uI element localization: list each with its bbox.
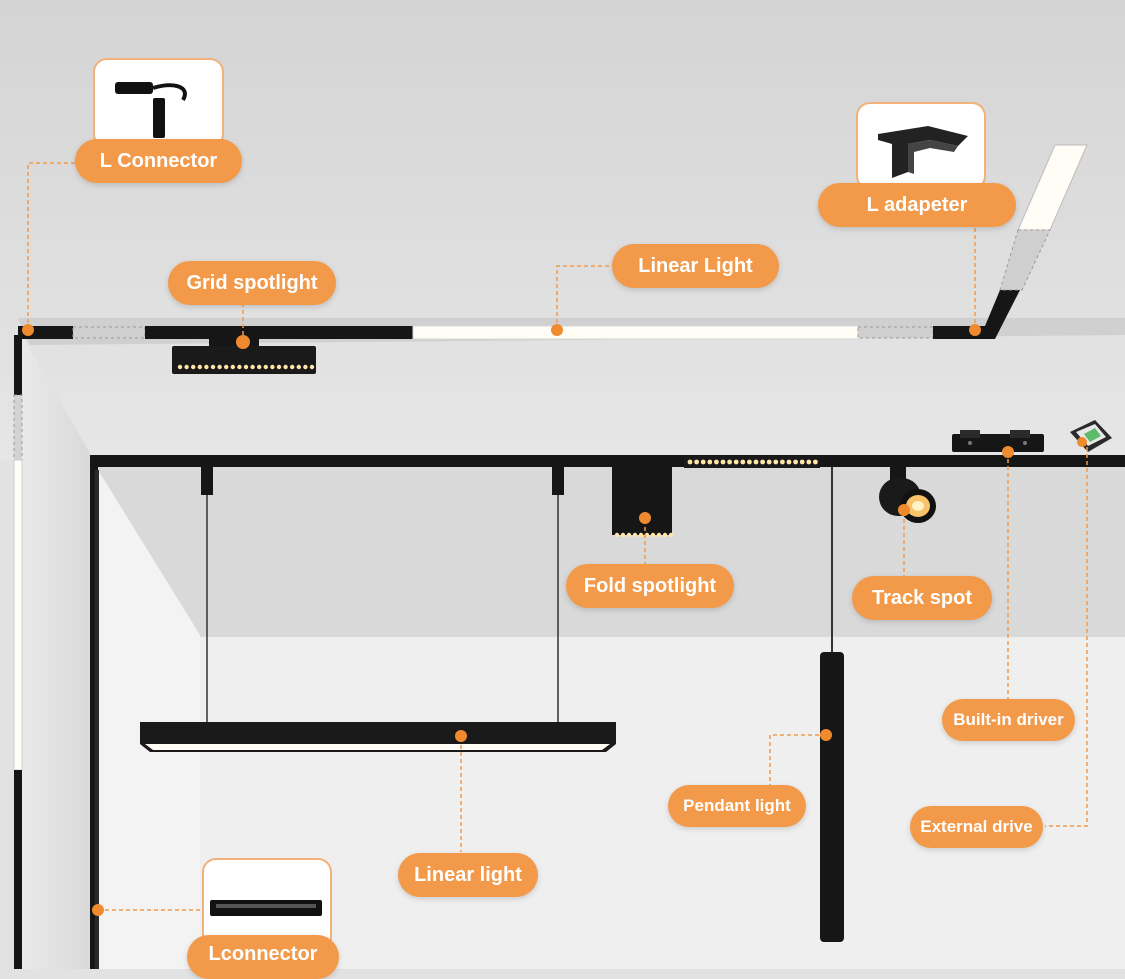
led-dot <box>813 459 818 465</box>
led-dot <box>257 364 262 370</box>
l-adapter-icon <box>878 126 968 178</box>
led-dot <box>694 459 699 465</box>
lower-strip-leds <box>687 459 818 465</box>
lower-linear-strip <box>684 456 820 468</box>
led-dot <box>250 364 255 370</box>
led-dot <box>191 364 196 370</box>
led-dot <box>753 459 759 465</box>
led-dot <box>177 364 183 370</box>
led-dot <box>243 364 249 370</box>
label-fold-spotlight: Fold spotlight <box>566 564 734 608</box>
label-l-connector-top: L Connector <box>75 139 242 183</box>
led-dot <box>283 364 288 370</box>
led-dot <box>210 364 216 370</box>
built-in-driver-fixture <box>952 430 1044 452</box>
led-dot <box>237 364 242 370</box>
l-connector-icon <box>115 82 187 138</box>
ceiling-track-black-mid <box>145 326 413 339</box>
led-dot <box>184 364 189 370</box>
lower-track <box>90 455 1125 467</box>
led-dot <box>747 459 752 465</box>
label-linear-light-bottom: Linear light <box>398 853 538 897</box>
led-dot <box>740 459 746 465</box>
led-dot <box>760 459 765 465</box>
led-dot <box>290 364 295 370</box>
left-vertical-track-2 <box>95 470 99 969</box>
straight-connector-icon <box>210 900 322 916</box>
led-dot <box>786 459 792 465</box>
linear-pendant-fixture <box>140 722 616 752</box>
led-dot <box>727 459 732 465</box>
wall-light-strip <box>13 459 23 771</box>
led-dot <box>650 532 656 538</box>
pendant-hanger-left <box>201 465 213 495</box>
wall-track-bottom <box>14 770 22 969</box>
led-dot <box>720 459 726 465</box>
l-adapter-thumbnail <box>856 102 986 190</box>
led-dot <box>204 364 209 370</box>
l-connector-thumbnail <box>93 58 224 148</box>
ceiling-track-dashed-right <box>857 326 934 339</box>
label-built-in-driver: Built-in driver <box>942 699 1075 741</box>
led-dot <box>270 364 275 370</box>
label-l-adapeter: L adapeter <box>818 183 1016 227</box>
led-dot <box>303 364 308 370</box>
left-wall <box>22 335 95 969</box>
track-spot-fixture <box>879 465 936 523</box>
lower-track-left-drop <box>90 455 98 969</box>
led-dot <box>620 532 626 538</box>
pendant-hanger-right <box>552 465 564 495</box>
led-dot <box>700 459 706 465</box>
label-linear-light-top: Linear Light <box>612 244 779 288</box>
led-dot <box>614 532 620 538</box>
ceiling-track-dashed-section <box>72 326 146 339</box>
grid-spotlight-leds <box>177 364 315 370</box>
linear-light-strip <box>412 325 859 340</box>
led-dot <box>662 532 668 538</box>
label-track-spot: Track spot <box>852 576 992 620</box>
led-dot <box>687 459 693 465</box>
led-dot <box>733 459 739 465</box>
led-dot <box>799 459 805 465</box>
label-l-connector-bottom: Lconnector <box>187 935 339 979</box>
led-dot <box>230 364 235 370</box>
led-dot <box>224 364 229 370</box>
wall-track-top <box>14 335 22 395</box>
led-dot <box>656 532 662 538</box>
led-dot <box>632 532 638 538</box>
external-drive-fixture <box>1070 420 1112 452</box>
led-dot <box>197 364 202 370</box>
led-dot <box>263 364 268 370</box>
label-pendant-light: Pendant light <box>668 785 806 827</box>
led-dot <box>309 364 315 370</box>
led-dot <box>773 459 779 465</box>
led-dot <box>644 532 650 538</box>
inner-left-wall <box>98 470 200 969</box>
ceiling-track-corner <box>933 290 1020 339</box>
led-dot <box>217 364 222 370</box>
led-dot <box>806 459 812 465</box>
led-dot <box>638 532 644 538</box>
led-dot <box>626 532 632 538</box>
rising-track-dashed <box>999 229 1051 291</box>
led-dot <box>668 532 674 538</box>
led-dot <box>714 459 719 465</box>
led-dot <box>276 364 282 370</box>
label-external-drive: External drive <box>910 806 1043 848</box>
fold-spotlight <box>612 465 674 538</box>
led-dot <box>707 459 713 465</box>
wall-track-dashed <box>13 394 23 461</box>
led-dot <box>766 459 772 465</box>
led-dot <box>793 459 798 465</box>
label-grid-spotlight: Grid spotlight <box>168 261 336 305</box>
anchor-dots <box>22 324 1087 916</box>
pendant-cylinder <box>820 652 844 942</box>
led-dot <box>296 364 301 370</box>
led-dot <box>780 459 785 465</box>
